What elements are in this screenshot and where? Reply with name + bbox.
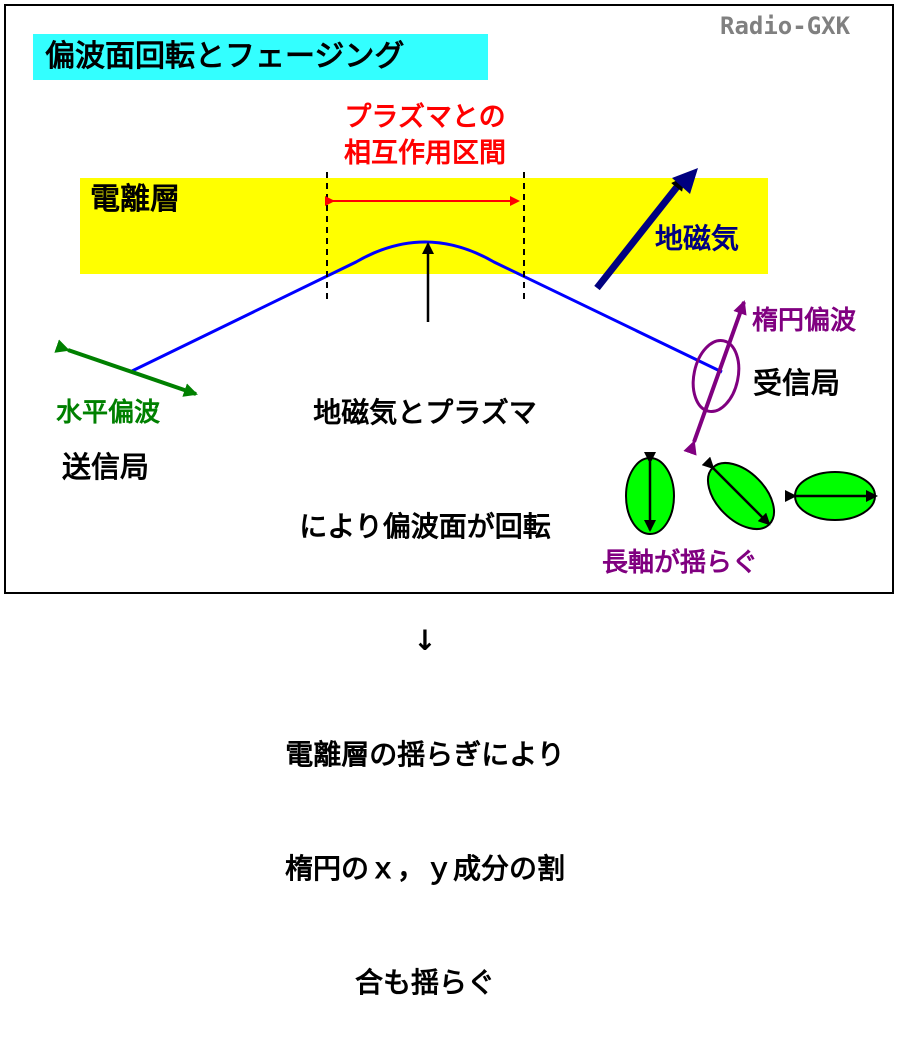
elliptical-pol-label: 楕円偏波 xyxy=(752,306,857,336)
ellipse-diagonal xyxy=(701,456,775,530)
explanation-line-4: 電離層の揺らぎにより xyxy=(285,738,565,771)
ionosphere-label: 電離層 xyxy=(90,182,180,217)
elliptical-pol-arrow xyxy=(683,300,747,456)
brand-watermark: Radio-GXK xyxy=(720,12,851,40)
transmitter-label: 送信局 xyxy=(62,450,150,484)
ellipse-vertical xyxy=(625,452,675,535)
ellipse-horizontal xyxy=(785,471,878,521)
major-axis-label: 長軸が揺らぐ xyxy=(602,548,759,578)
diagram-frame xyxy=(4,4,894,594)
explanation-line-5: 楕円のｘ，ｙ成分の割 xyxy=(284,852,565,885)
plasma-label-line-1: プラズマとの xyxy=(344,102,506,133)
receiver-label: 受信局 xyxy=(753,366,841,400)
explanation-line-1: 地磁気とプラズマ xyxy=(313,396,537,429)
plasma-interaction-label: プラズマとの 相互作用区間 xyxy=(320,100,530,172)
explanation-line-2: により偏波面が回転 xyxy=(299,510,551,543)
diagram-graphics xyxy=(54,168,878,535)
horizontal-pol-arrow xyxy=(54,339,198,397)
explanation-line-6: 合も揺らぐ xyxy=(354,966,495,999)
explanation-line-3: ↓ xyxy=(413,624,437,657)
rotation-explanation: 地磁気とプラズマ により偏波面が回転 ↓ 電離層の揺らぎにより 楕円のｘ，ｙ成分… xyxy=(230,318,620,1040)
ionosphere-layer xyxy=(80,178,768,274)
horizontal-pol-label: 水平偏波 xyxy=(56,398,161,428)
geomagnetic-label: 地磁気 xyxy=(655,222,740,255)
geomagnetic-arrow xyxy=(594,175,687,291)
diagram-title: 偏波面回転とフェージング xyxy=(33,34,488,80)
plasma-label-line-2: 相互作用区間 xyxy=(344,138,506,169)
